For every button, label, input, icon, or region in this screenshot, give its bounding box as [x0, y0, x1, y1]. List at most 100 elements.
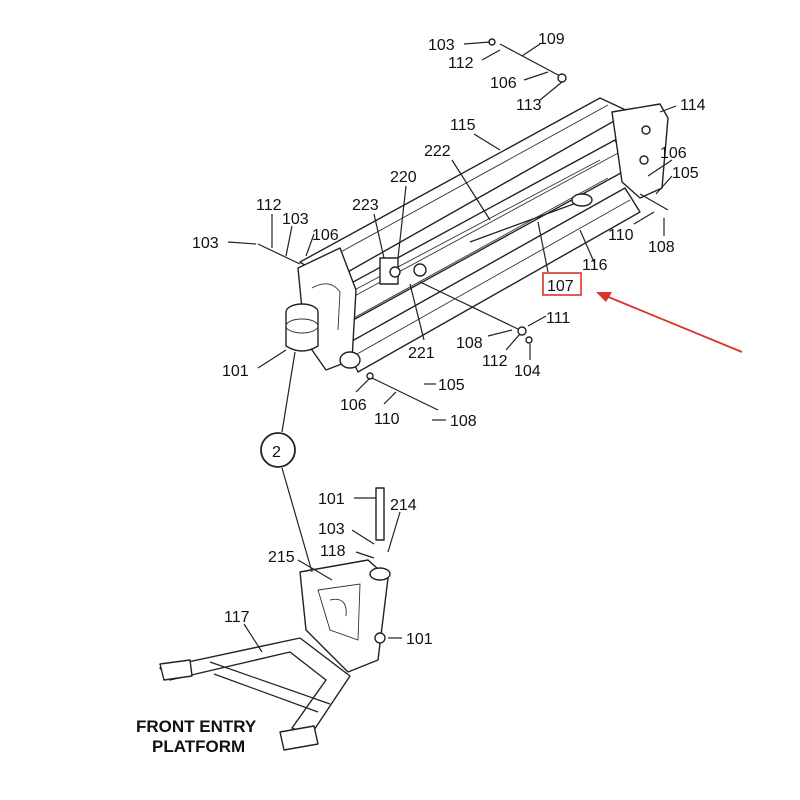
leader-lines — [227, 41, 677, 653]
pivot-cylinder — [285, 303, 319, 352]
label-214: 214 — [390, 497, 417, 514]
step-frame — [159, 637, 351, 737]
label-114: 114 — [680, 97, 706, 114]
leader — [659, 105, 677, 113]
label-110: 110 — [374, 411, 400, 428]
label-108: 108 — [648, 239, 675, 256]
tube-edge-line — [307, 104, 609, 271]
label-103: 103 — [192, 235, 219, 252]
nut-106d — [366, 372, 374, 380]
bracket-hole-2 — [639, 155, 649, 165]
leader — [355, 377, 371, 393]
label-223: 223 — [352, 197, 379, 214]
leader — [527, 315, 547, 327]
leader — [281, 467, 313, 573]
label-105: 105 — [672, 165, 699, 182]
main-frame-assembly — [297, 97, 669, 373]
red-pointer-arrow — [596, 292, 743, 353]
leader — [537, 221, 549, 273]
label-106: 106 — [340, 397, 367, 414]
leader — [297, 559, 333, 581]
bracket-inner — [317, 583, 361, 641]
beam-edge-line — [324, 151, 621, 313]
leader — [257, 349, 287, 369]
label-118: 118 — [320, 543, 346, 560]
nut-112c — [517, 326, 527, 336]
caption-line-1: FRONT ENTRY — [136, 717, 257, 736]
leader — [305, 233, 315, 257]
bracket-boss — [369, 567, 391, 581]
label-109: 109 — [538, 31, 565, 48]
leader — [521, 43, 541, 57]
label-107: 107 — [547, 278, 574, 295]
label-101: 101 — [406, 631, 433, 648]
label-106: 106 — [312, 227, 339, 244]
label-101: 101 — [222, 363, 249, 380]
leader — [473, 133, 501, 151]
label-108: 108 — [450, 413, 477, 430]
frame-strut — [209, 661, 331, 705]
leader — [227, 241, 257, 245]
label-110: 110 — [608, 227, 634, 244]
bracket-slot — [329, 598, 347, 617]
label-107-highlight-box — [542, 272, 582, 296]
leader — [355, 551, 375, 559]
label-106: 106 — [490, 75, 517, 92]
pin-101b — [375, 487, 385, 541]
label-222: 222 — [424, 143, 451, 160]
label-112: 112 — [256, 197, 282, 214]
slat-line-2 — [349, 177, 609, 321]
leader — [351, 529, 375, 545]
label-101: 101 — [318, 491, 345, 508]
label-105: 105 — [438, 377, 465, 394]
leader — [397, 185, 407, 259]
arrow-head — [596, 292, 612, 302]
label-115: 115 — [450, 117, 476, 134]
callout-labels: 103 109 112 106 113 114 115 222 106 105 … — [136, 31, 706, 756]
leader — [373, 213, 385, 259]
label-106: 106 — [660, 145, 687, 162]
bottom-roller — [339, 351, 361, 369]
leader — [463, 41, 491, 45]
label-112: 112 — [448, 55, 474, 72]
pin-left — [257, 243, 301, 265]
leader — [451, 159, 491, 221]
foot-pad — [279, 725, 319, 751]
actuator-rod — [469, 197, 591, 243]
leader — [243, 623, 263, 653]
arrow-shaft — [605, 295, 743, 353]
beam-edge-line-2 — [349, 199, 631, 359]
label-103: 103 — [428, 37, 455, 54]
platform-assembly — [159, 487, 391, 751]
cotter-104 — [525, 336, 533, 344]
label-220: 220 — [390, 169, 417, 186]
bracket-hole — [641, 125, 651, 135]
label-113: 113 — [516, 97, 542, 114]
leader — [579, 229, 595, 263]
label-116: 116 — [582, 257, 608, 274]
leader — [505, 333, 521, 351]
leader — [633, 211, 655, 225]
foot-pad-2 — [159, 659, 193, 681]
nut-113 — [557, 73, 567, 83]
left-block-detail — [311, 283, 341, 331]
leader — [387, 511, 401, 553]
label-221: 221 — [408, 345, 435, 362]
leader — [383, 391, 397, 405]
actuator-end — [571, 193, 593, 207]
leader — [523, 71, 549, 81]
platform-bracket — [299, 559, 389, 673]
rod-111 — [419, 281, 521, 331]
leader — [655, 175, 673, 195]
nut-101c — [374, 632, 386, 644]
leader — [539, 81, 563, 101]
center-bushing — [413, 263, 427, 277]
center-bolt — [389, 266, 401, 278]
label-111: 111 — [546, 310, 570, 327]
label-103: 103 — [282, 211, 309, 228]
label-104: 104 — [514, 363, 541, 380]
frame-strut-2 — [213, 673, 319, 713]
label-103: 103 — [318, 521, 345, 538]
